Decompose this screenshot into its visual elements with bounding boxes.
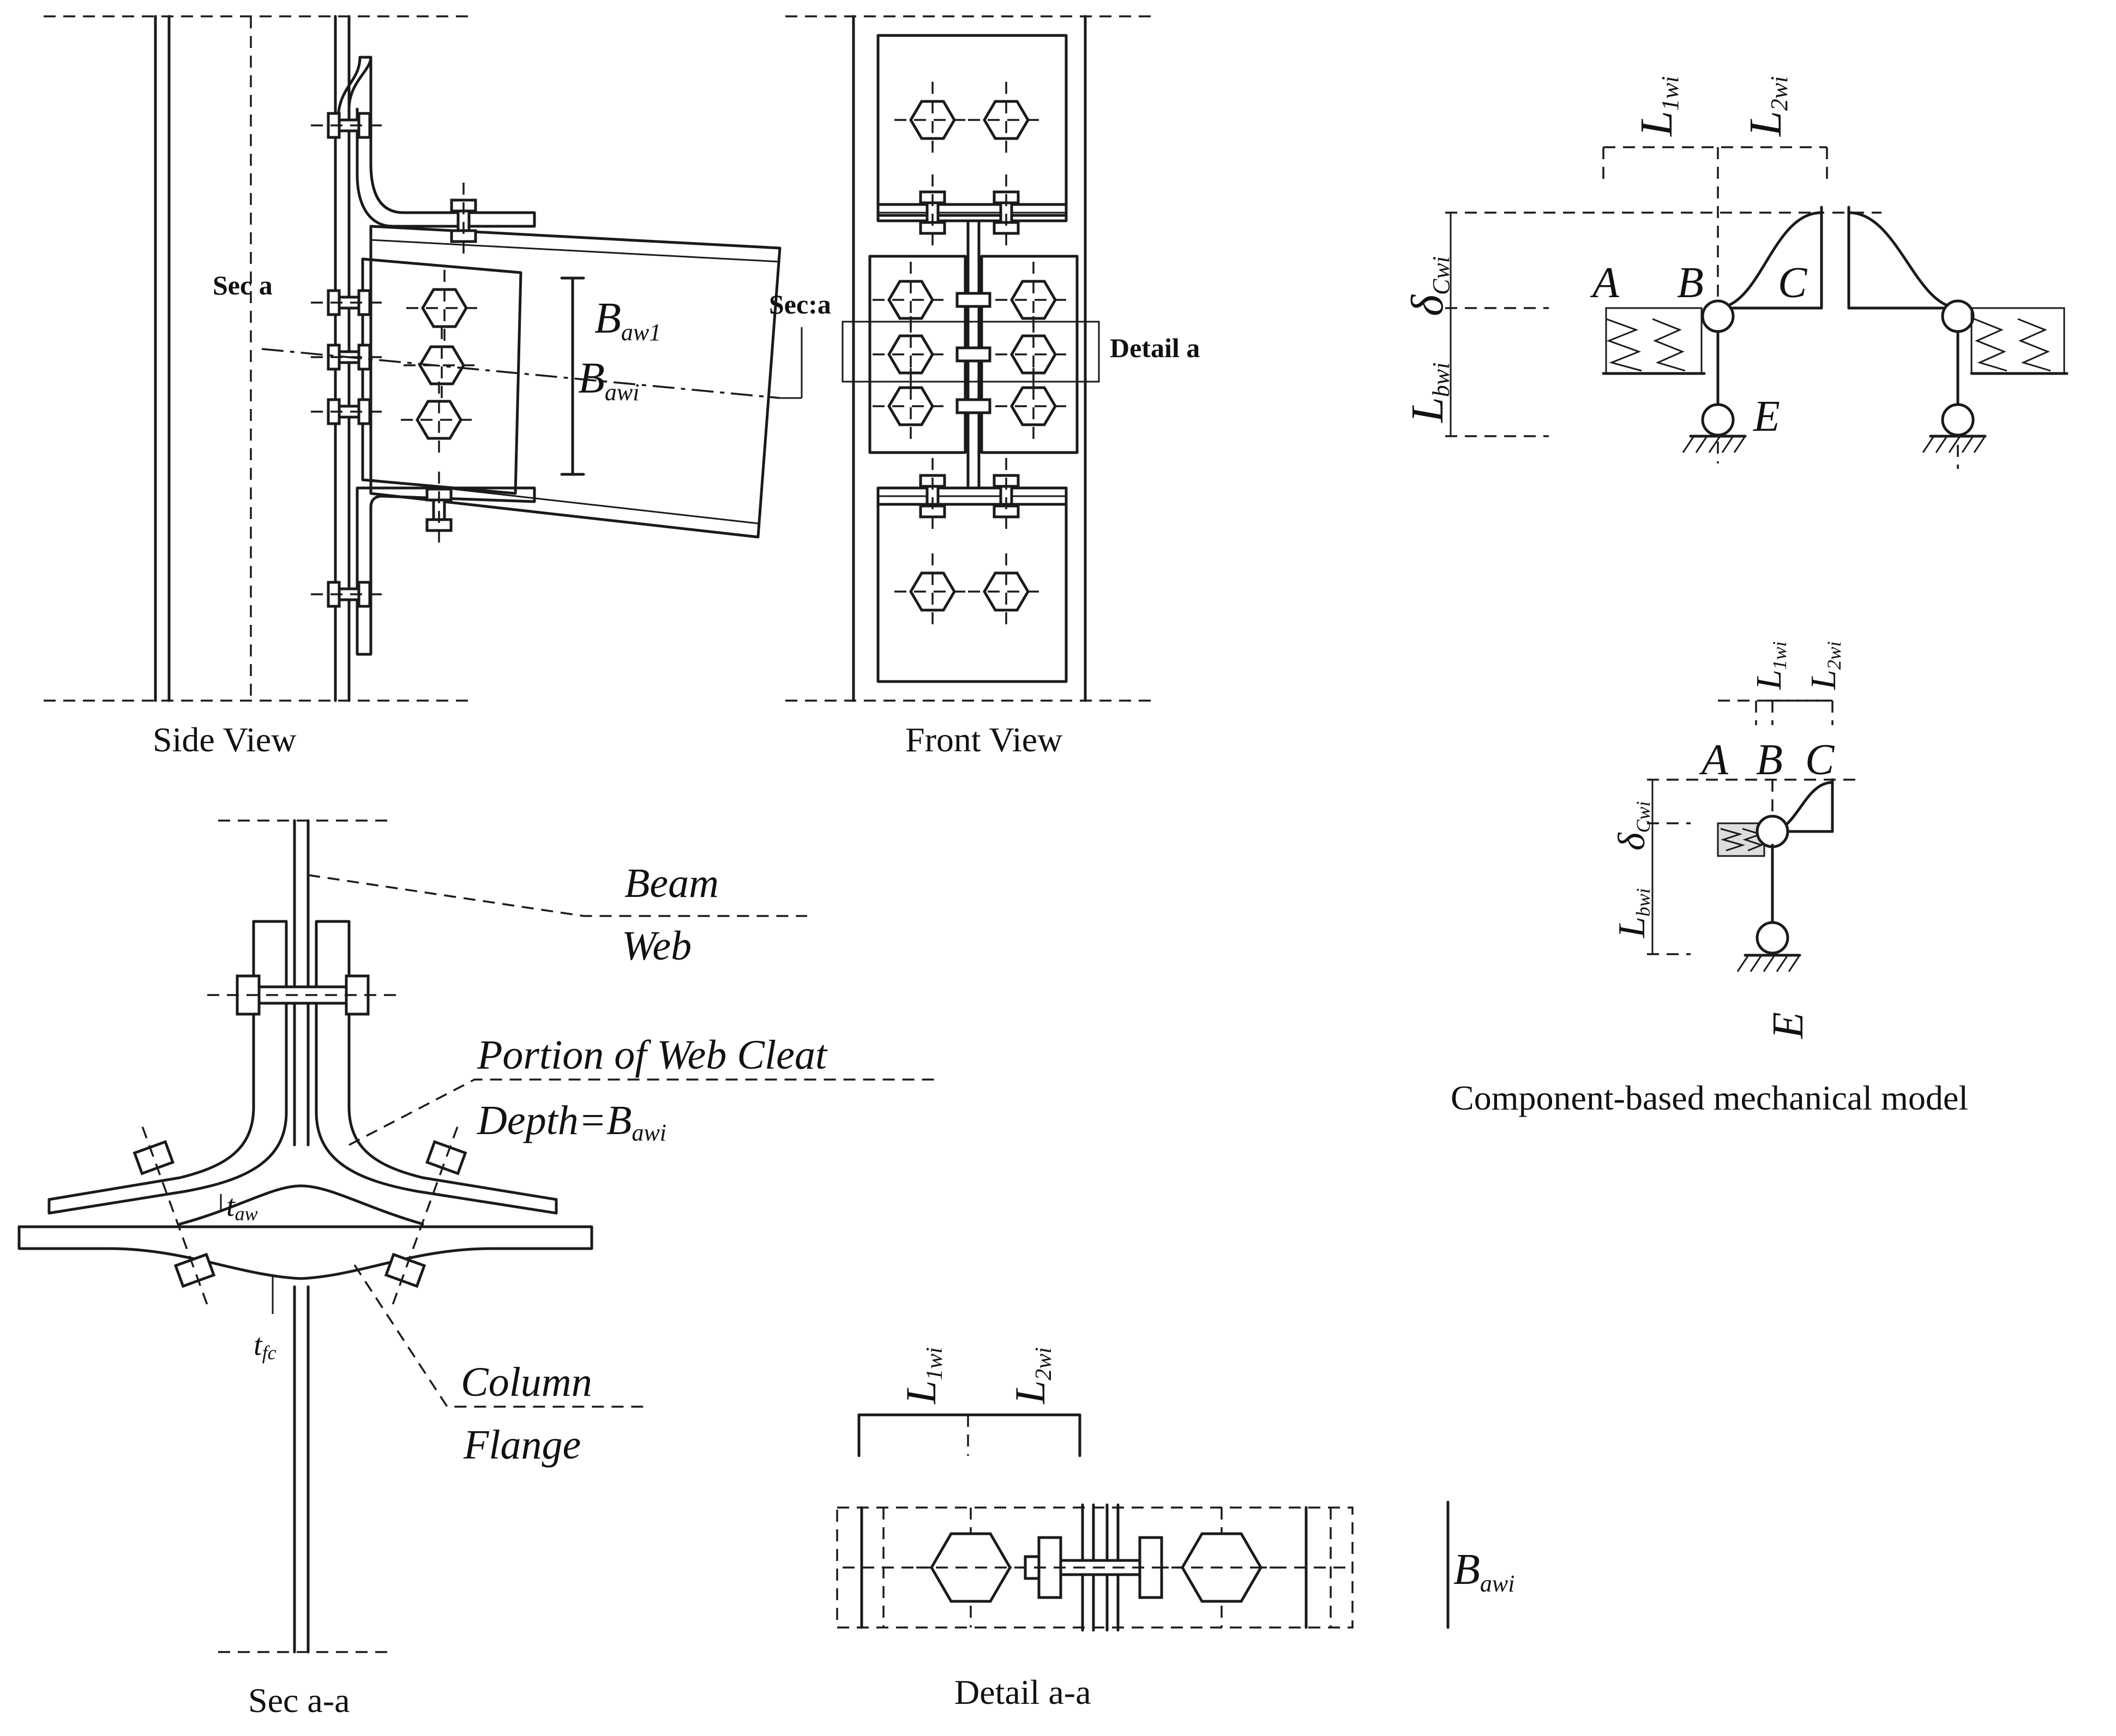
model-small-lb-label: Lbwi [1611, 888, 1654, 938]
column-flange-line2: Flange [463, 1422, 581, 1468]
t-aw-label: taw [226, 1189, 258, 1225]
model-point-a: A [1590, 259, 1620, 307]
model-l2-label: L2wi [1740, 76, 1793, 137]
mechanical-model-large: L1wi L2wi δCwi Lbwi A B C E [1402, 76, 2069, 469]
model-small-delta-label: δCwi [1611, 801, 1654, 851]
sec-a-right-label: Sec:a [769, 289, 831, 320]
beam-web-line2: Web [622, 923, 692, 969]
sec-a-label: Sec a [213, 270, 273, 300]
model-point-e: E [1753, 393, 1780, 441]
model-small-point-c: C [1805, 736, 1835, 784]
model-caption: Component-based mechanical model [1451, 1078, 1968, 1117]
front-view: Detail a Front View [785, 15, 1200, 759]
model-delta-label: δCwi [1402, 256, 1454, 316]
model-small-point-e: E [1764, 1012, 1812, 1039]
b-awi-label: Bawi [578, 354, 639, 406]
model-small-l2-label: L2wi [1804, 641, 1845, 690]
detail-b-label: Bawi [1453, 1546, 1514, 1597]
cleat-line1: Portion of Web Cleat [477, 1032, 828, 1078]
t-fc-label: tfc [254, 1328, 276, 1364]
model-small-l1-label: L1wi [1749, 641, 1790, 690]
beam-web-line1: Beam [624, 860, 719, 906]
detail-l1-label: L1wi [897, 1347, 947, 1405]
model-point-c: C [1778, 259, 1808, 307]
detail-a-label: Detail a [1110, 333, 1200, 363]
sec-aa-caption: Sec a-a [248, 1681, 350, 1720]
side-view-caption: Side View [153, 720, 296, 759]
detail-aa-caption: Detail a-a [954, 1673, 1091, 1711]
front-view-caption: Front View [905, 720, 1062, 759]
model-l1-label: L1wi [1631, 76, 1684, 137]
model-small-point-a: A [1699, 736, 1729, 784]
cleat-line2: Depth=Bawi [477, 1098, 666, 1146]
column-flange-line1: Column [461, 1359, 592, 1405]
detail-l2-label: L2wi [1006, 1347, 1056, 1405]
section-a-a: Beam Web Portion of Web Cleat Depth=Bawi… [17, 819, 938, 1720]
detail-a-a: L1wi L2wi Bawi Detail a-a [836, 1347, 1514, 1711]
model-lb-label: Lbwi [1402, 363, 1454, 423]
b-aw1-label: Baw1 [594, 294, 661, 346]
model-small-point-b: B [1756, 736, 1783, 784]
mechanical-model-small: L1wi L2wi A B C δCwi Lbwi E Component-ba… [1451, 641, 1968, 1117]
side-view: Baw1 Bawi Sec a Sec:a Side View [44, 15, 831, 759]
model-point-b: B [1677, 259, 1704, 307]
